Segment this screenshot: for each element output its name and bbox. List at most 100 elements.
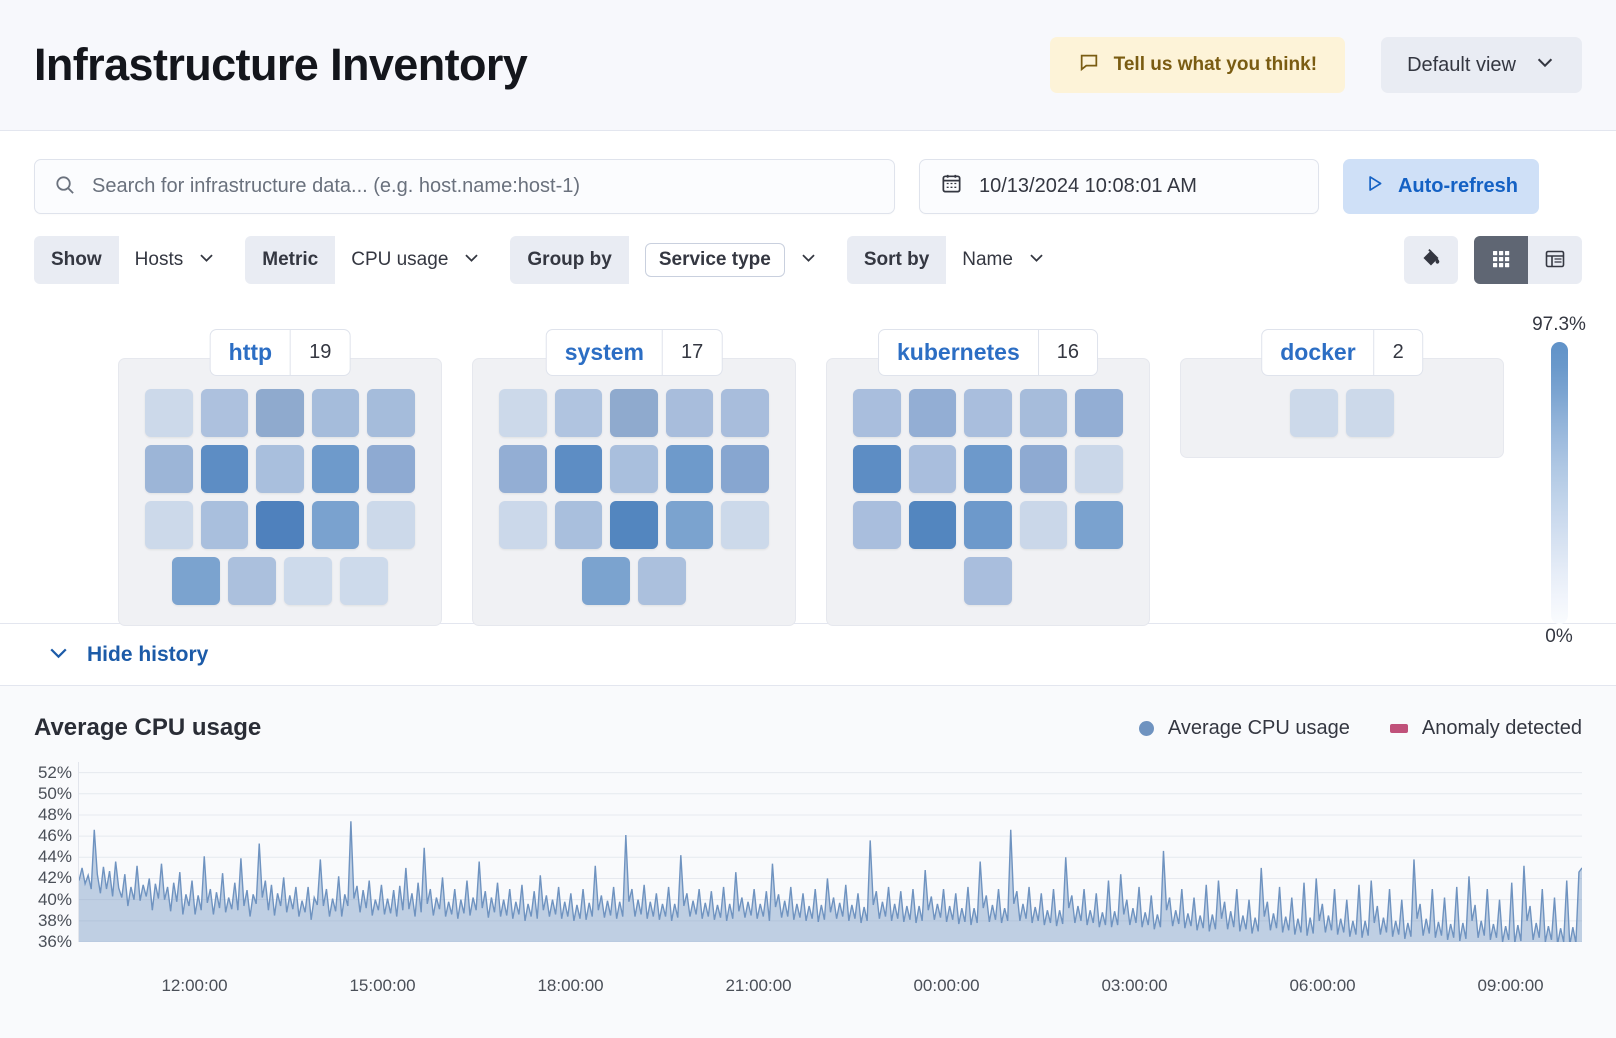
heatmap-tile[interactable] bbox=[1019, 389, 1068, 437]
heatmap-tile[interactable] bbox=[721, 501, 769, 549]
chevron-down-icon bbox=[1534, 51, 1556, 79]
tile-row bbox=[499, 389, 769, 437]
search-row: 10/13/2024 10:08:01 AM Auto-refresh bbox=[34, 159, 1582, 214]
grid-view-icon bbox=[1489, 247, 1513, 274]
heatmap-tile[interactable] bbox=[853, 501, 901, 549]
heatmap-tile[interactable] bbox=[499, 445, 547, 493]
heatmap-tile[interactable] bbox=[367, 445, 415, 493]
page-title: Infrastructure Inventory bbox=[34, 39, 528, 90]
legend-label-0: Average CPU usage bbox=[1167, 716, 1350, 739]
heatmap-tile[interactable] bbox=[256, 389, 304, 437]
heatmap-tile[interactable] bbox=[721, 389, 769, 437]
group-tiles-system bbox=[472, 358, 796, 626]
legend-item-anomaly-detected[interactable]: Anomaly detected bbox=[1389, 717, 1582, 740]
heatmap-tile[interactable] bbox=[964, 445, 1012, 493]
group-name-system[interactable]: system bbox=[564, 339, 645, 365]
heatmap-tile[interactable] bbox=[172, 557, 220, 605]
heatmap-tile[interactable] bbox=[340, 557, 388, 605]
heatmap-tile[interactable] bbox=[554, 389, 603, 437]
app-header: Infrastructure Inventory Tell us what yo… bbox=[0, 0, 1616, 131]
group-name-http[interactable]: http bbox=[228, 339, 273, 365]
heatmap-tile[interactable] bbox=[554, 445, 603, 493]
color-fill-icon-button[interactable] bbox=[1404, 236, 1458, 284]
heatmap-tile[interactable] bbox=[610, 501, 658, 549]
heatmap-tile[interactable] bbox=[145, 389, 193, 437]
group-header-kubernetes[interactable]: kubernetes 16 bbox=[878, 329, 1098, 376]
heatmap-tile[interactable] bbox=[311, 445, 360, 493]
heatmap-tile[interactable] bbox=[665, 501, 714, 549]
heatmap-tile[interactable] bbox=[1019, 501, 1068, 549]
chart-plot[interactable] bbox=[78, 762, 1582, 942]
legend-marker-square bbox=[1389, 723, 1408, 733]
heatmap-tile[interactable] bbox=[964, 557, 1012, 605]
filter-sort-by-value[interactable]: Name bbox=[946, 236, 1062, 284]
group-name-kubernetes[interactable]: kubernetes bbox=[897, 339, 1020, 365]
chevron-down-icon bbox=[799, 248, 818, 273]
heatmap-tile[interactable] bbox=[610, 389, 658, 437]
heatmap-tile[interactable] bbox=[638, 557, 686, 605]
heatmap-tile[interactable] bbox=[964, 501, 1012, 549]
legend-item-average-cpu-usage[interactable]: Average CPU usage bbox=[1138, 716, 1350, 740]
auto-refresh-button[interactable]: Auto-refresh bbox=[1343, 159, 1539, 214]
filter-group-by-value[interactable]: Service type bbox=[628, 236, 834, 284]
y-axis-tick: 52% bbox=[37, 762, 72, 782]
heatmap-tile[interactable] bbox=[1290, 389, 1338, 437]
filter-metric-label: Metric bbox=[245, 236, 336, 284]
heatmap-tile[interactable] bbox=[853, 445, 901, 493]
heatmap-tile[interactable] bbox=[367, 389, 415, 437]
heatmap-tile[interactable] bbox=[311, 501, 360, 549]
heatmap-tile[interactable] bbox=[311, 389, 360, 437]
filter-show-value-text: Hosts bbox=[134, 249, 184, 270]
heatmap-tile[interactable] bbox=[256, 445, 304, 493]
heatmap-tile[interactable] bbox=[1075, 389, 1123, 437]
feedback-button[interactable]: Tell us what you think! bbox=[1049, 37, 1346, 93]
hide-history-toggle[interactable]: Hide history bbox=[0, 624, 1616, 686]
table-view-button[interactable] bbox=[1528, 236, 1582, 284]
heatmap-tile[interactable] bbox=[665, 445, 714, 493]
heatmap-tile[interactable] bbox=[908, 501, 957, 549]
heatmap-tile[interactable] bbox=[853, 389, 901, 437]
grid-view-button[interactable] bbox=[1474, 236, 1528, 284]
comment-icon bbox=[1078, 51, 1100, 79]
heatmap-tile[interactable] bbox=[908, 445, 957, 493]
heatmap-tile[interactable] bbox=[1019, 445, 1068, 493]
heatmap-tile[interactable] bbox=[1075, 501, 1123, 549]
tile-row bbox=[853, 557, 1123, 605]
heatmap-tile[interactable] bbox=[200, 445, 249, 493]
date-picker[interactable]: 10/13/2024 10:08:01 AM bbox=[919, 159, 1319, 214]
heatmap-tile[interactable] bbox=[228, 557, 276, 605]
heatmap-tile[interactable] bbox=[200, 501, 249, 549]
group-count-kubernetes: 16 bbox=[1037, 330, 1097, 375]
heatmap-tile[interactable] bbox=[145, 501, 193, 549]
filter-metric-value[interactable]: CPU usage bbox=[335, 236, 498, 284]
heatmap-tile[interactable] bbox=[665, 389, 714, 437]
heatmap-tile[interactable] bbox=[964, 389, 1012, 437]
heatmap-tile[interactable] bbox=[721, 445, 769, 493]
heatmap-tile[interactable] bbox=[256, 501, 304, 549]
y-axis-tick: 50% bbox=[37, 783, 72, 803]
heatmap-tile[interactable] bbox=[610, 445, 658, 493]
heatmap-tile[interactable] bbox=[1346, 389, 1394, 437]
heatmap-tile[interactable] bbox=[367, 501, 415, 549]
heatmap-tile[interactable] bbox=[145, 445, 193, 493]
heatmap-tile[interactable] bbox=[284, 557, 332, 605]
default-view-button[interactable]: Default view bbox=[1381, 37, 1582, 93]
heatmap-tile[interactable] bbox=[1075, 445, 1123, 493]
heatmap-tile[interactable] bbox=[499, 501, 547, 549]
feedback-button-label: Tell us what you think! bbox=[1113, 54, 1318, 75]
heatmap-tile[interactable] bbox=[908, 389, 957, 437]
heatmap-tile[interactable] bbox=[200, 389, 249, 437]
group-name-docker[interactable]: docker bbox=[1280, 339, 1356, 365]
heatmap-tile[interactable] bbox=[554, 501, 603, 549]
search-input[interactable] bbox=[92, 175, 876, 198]
x-axis-tick: 06:00:00 bbox=[1289, 976, 1356, 995]
heatmap-tile[interactable] bbox=[582, 557, 630, 605]
filter-show-value[interactable]: Hosts bbox=[118, 236, 233, 284]
heatmap-tile[interactable] bbox=[499, 389, 547, 437]
search-box[interactable] bbox=[34, 159, 895, 214]
